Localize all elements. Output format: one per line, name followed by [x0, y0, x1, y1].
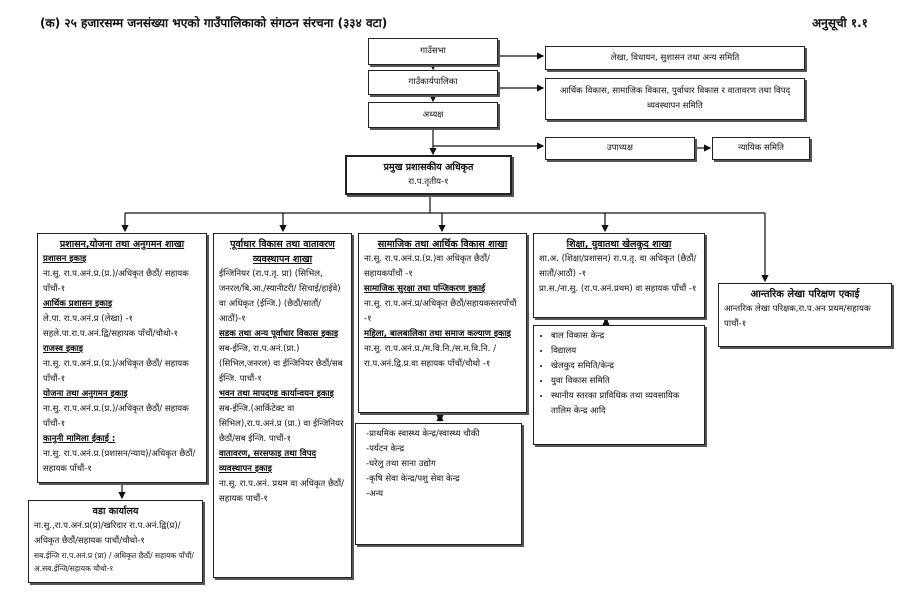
annex-label: अनुसूची १.१ [812, 16, 868, 30]
service-item: -पर्यटन केन्द्र [366, 444, 405, 454]
chair-box: अध्यक्ष [368, 102, 498, 128]
unit-title: राजस्व इकाइ [43, 344, 84, 354]
branch-infrastructure: पूर्वाधार विकास तथा वातावरण व्यवस्थापन श… [213, 233, 352, 578]
service-item: -प्राथमिक स्वास्थ्य केन्द्र/स्वास्थ्य चौ… [366, 429, 480, 439]
branch-staff: शा.अ. (शिक्षा/प्रशासन) रा.प.तृ. वा अधिकृ… [539, 254, 697, 279]
gaunsabha-box: गाउँसभा [368, 38, 498, 65]
branch-staff: प्रा.स./ना.सु. (रा.प.अनं.प्रथम) वा सहायक… [539, 284, 697, 294]
unit-staff: सब-ईन्जि.(आर्किटेक्ट वा सिभिल),रा.प.अनं.… [219, 404, 344, 444]
branch-social-economic: सामाजिक तथा आर्थिक विकास शाखा ना.सु. रा.… [358, 233, 527, 413]
social-services-box: -प्राथमिक स्वास्थ्य केन्द्र/स्वास्थ्य चौ… [355, 423, 522, 545]
unit-title: महिला, बालबालिका तथा समाज कल्याण इकाइ [364, 329, 511, 339]
branch-title: आन्तरिक लेखा परिक्षण एकाई [750, 289, 860, 300]
ward-title: वडा कार्यालय [92, 506, 139, 517]
unit-staff: ना.सु. रा.प.अनं.प्र.(प्रशासन/न्याय)/अधिक… [43, 449, 196, 474]
unit-title: भवन तथा मापदण्ड कार्यान्वयन इकाइ [219, 389, 334, 399]
unit-staff: ना.सु. रा.प.अनं.प्र./म.वि.नि./स.म.वि.नि.… [364, 344, 496, 369]
ward-staff: सब.ईन्जि रा.प.अनं.प्र (प्रा) / अधिकृत छै… [34, 551, 194, 573]
education-services-box: बाल विकास केन्द्र विद्यालय खेलकुद समिति/… [533, 325, 705, 445]
unit-title: सामाजिक सुरक्षा तथा पन्जिकरण इकाई [364, 284, 486, 294]
branch-title: पूर्वाधार विकास तथा वातावरण व्यवस्थापन श… [230, 239, 335, 265]
service-item: युवा विकास समिति [551, 374, 699, 389]
ward-office-box: वडा कार्यालय ना.सु.,रा.प.अनं.प्र(प्र)/खर… [28, 500, 203, 583]
unit-staff: ले.पा. रा.प.अनं.प्र (लेखा) -१ [43, 314, 133, 324]
unit-title: वातावरण, सरसफाइ तथा विपद व्यवस्थापन इकाइ [219, 449, 317, 474]
internal-audit-unit: आन्तरिक लेखा परिक्षण एकाई आन्तरिक लेखा प… [718, 283, 892, 347]
unit-staff: ना.सु. रा.प.अनं. प्रथम वा अधिकृत छैठौं/स… [219, 479, 344, 504]
karyapalika-committee-box: आर्थिक विकास, सामाजिक विकास, पुर्वाधार व… [545, 78, 805, 120]
unit-title: प्रशासन इकाइ [43, 254, 87, 264]
gaunsabha-committee-box: लेखा, विधायन, सुशासन तथा अन्य समिति [545, 46, 805, 70]
unit-title: कानुनी मामिला ईकाई : [43, 434, 116, 444]
unit-staff: सहले.पा.रा.प.अनं.द्वि/सहायक पाँचौं/चौथो-… [43, 329, 179, 339]
service-item: खेलकुद समिति/केन्द्र [551, 359, 699, 374]
branch-education-youth: शिक्षा, युवातथा खेलकुद शाखा शा.अ. (शिक्ष… [533, 233, 705, 318]
ward-staff: ना.सु.,रा.प.अनं.प्र(प्र)/खरिदार रा.प.अनं… [34, 521, 181, 546]
unit-staff: ना.सु. रा.प.अनं.प्र.(प्र.)/अधिकृत छैठौं/… [43, 269, 189, 294]
branch-staff: ना.सु. रा.प.अनं.प्र.(प्र.)वा अधिकृत छैठौ… [364, 254, 490, 279]
cao-title: प्रमुख प्रशासकीय अधिकृत [383, 162, 474, 173]
unit-staff: सब-ईन्जि, रा.प.अनं.(प्रा.)(सिभिल,जनरल) व… [219, 344, 343, 384]
page-title: (क) २५ हजारसम्म जनसंख्या भएको गाउँपालिका… [40, 16, 388, 30]
karyapalika-box: गाउँकार्यपालिका [368, 70, 498, 95]
branch-title: प्रशासन,योजना तथा अनुगमन शाखा [59, 239, 185, 250]
service-item: विद्यालय [551, 344, 699, 359]
unit-title: सडक तथा अन्य पूर्वाधार विकास इकाइ [219, 329, 339, 339]
branch-staff: आन्तरिक लेखा परिक्षक,रा.प.अन प्रथम/सहायक… [724, 304, 871, 329]
vice-chair-box: उपाध्यक्ष [545, 137, 695, 160]
cao-level: रा.प.तृतीय-१ [408, 177, 449, 187]
unit-staff: ना.सु. रा.प.अनं.प्र/अधिकृत छैठौं/सहायकस्… [364, 299, 517, 324]
branch-title: शिक्षा, युवातथा खेलकुद शाखा [566, 239, 672, 250]
service-item: -घरेलु तथा साना उद्योग [366, 459, 436, 469]
service-item: -कृषि सेवा केन्द्र/पशु सेवा केन्द्र [366, 474, 460, 484]
unit-title: आर्थिक प्रशासन इकाइ [43, 299, 113, 309]
service-item: -अन्य [366, 489, 383, 499]
cao-box: प्रमुख प्रशासकीय अधिकृत रा.प.तृतीय-१ [345, 155, 512, 195]
branch-title: सामाजिक तथा आर्थिक विकास शाखा [377, 239, 508, 250]
unit-staff: ना.सु. रा.प.अनं.प्र.(प्र.)/अधिकृत छैठौं/… [43, 404, 189, 429]
service-list: बाल विकास केन्द्र विद्यालय खेलकुद समिति/… [539, 329, 699, 419]
branch-admin-planning: प्रशासन,योजना तथा अनुगमन शाखा प्रशासन इक… [37, 233, 207, 483]
unit-title: योजना तथा अनुगमन इकाइ [43, 389, 128, 399]
unit-staff: ना.सु. रा.प.अनं.प्र.(प्र.)/अधिकृत छैठौं/… [43, 359, 189, 384]
service-item: बाल विकास केन्द्र [551, 329, 699, 344]
branch-staff: ईन्जिनियर (रा.प.तृ. प्रा) (सिभिल, जनरल/ब… [219, 269, 341, 324]
service-item: स्थानीय स्तरका प्राविधिक तथा व्यवसायिक त… [551, 389, 699, 419]
judicial-committee-box: न्यायिक समिति [712, 137, 810, 160]
